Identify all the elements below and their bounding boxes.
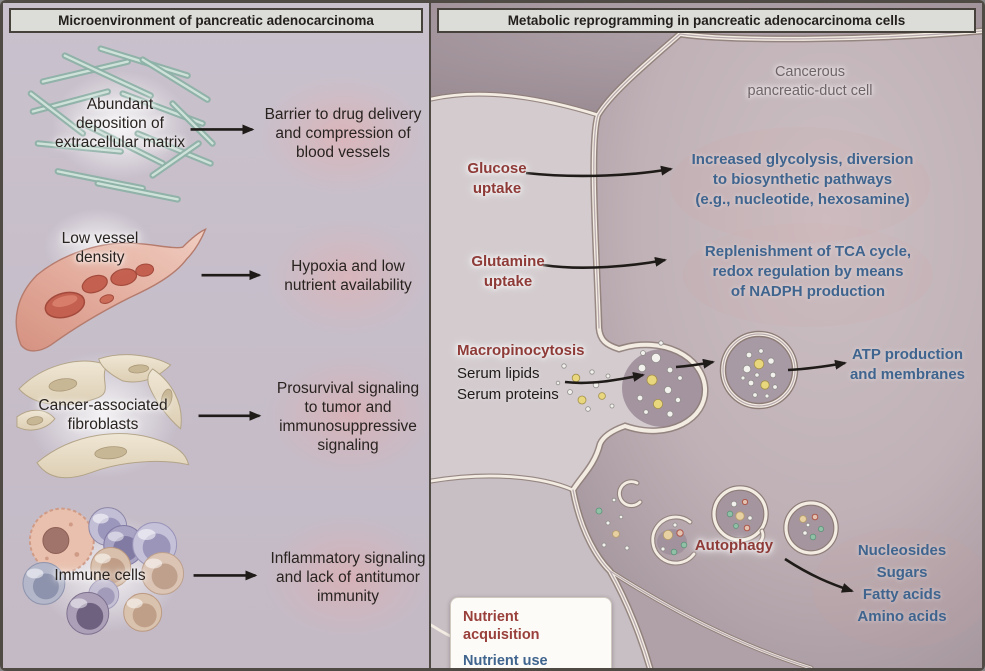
autophagy-products: Nucleosides Sugars Fatty acids Amino aci… [857,542,947,625]
vesicle-particles [740,348,778,399]
cell-type-label: Cancerous pancreatic-duct cell [747,64,873,99]
glycolysis-result: Increased glycolysis, diversion to biosy… [691,151,914,208]
left-panel-title: Microenvironment of pancreatic adenocarc… [9,8,423,33]
right-panel-title-text: Metabolic reprogramming in pancreatic ad… [507,13,906,28]
right-panel-title: Metabolic reprogramming in pancreatic ad… [437,8,976,33]
immune-label: Immune cells [54,567,146,584]
glutamine-uptake-label: Glutamine uptake [471,253,545,290]
matrix-label: Abundant deposition of extracellular mat… [54,96,186,151]
serum-substrates-label: Serum lipids Serum proteins [457,365,559,403]
immune-cells-illustration [22,507,185,635]
legend-nutrient-use: Nutrient use [463,653,548,668]
macropinosome-vesicle [719,330,799,410]
cup-particles [636,340,683,418]
microenvironment-illustrations [15,45,262,635]
cell-membranes [431,27,982,668]
legend-nutrient-acquisition: Nutrient acquisition [463,609,540,643]
left-panel-arrows [190,124,262,581]
legend-box: Nutrient acquisition Nutrient use [450,597,612,668]
right-panel-arrows [525,165,854,593]
extracellular-matrix-illustration [27,45,216,203]
matrix-effect: Barrier to drug delivery and compression… [264,106,422,161]
panel-microenvironment: Microenvironment of pancreatic adenocarc… [3,3,429,668]
blood-vessel-illustration [15,227,207,352]
left-panel-title-text: Microenvironment of pancreatic adenocarc… [58,13,374,28]
autophagy-particles [595,497,824,556]
atp-result: ATP production and membranes [849,346,966,383]
fibroblasts-illustration [16,354,190,479]
vessel-effect: Hypoxia and low nutrient availability [284,258,412,294]
fibroblast-effect: Prosurvival signaling to tumor and immun… [276,380,420,454]
autophagy-label: Autophagy [694,537,774,554]
vessel-label: Low vessel density [61,230,139,266]
immune-effect: Inflammatory signaling and lack of antit… [270,550,426,605]
macropinocytosis-label: Macropinocytosis [457,342,585,359]
fibroblast-label: Cancer-associated fibroblasts [38,397,168,433]
neighbor-cell-bottom [610,571,811,668]
cell-illustration [431,3,982,668]
panel-metabolic-reprogramming: Metabolic reprogramming in pancreatic ad… [431,3,982,668]
background-tint [670,127,982,648]
tca-result: Replenishment of TCA cycle, redox regula… [704,243,912,300]
serum-particles [555,363,615,412]
glucose-uptake-label: Glucose uptake [467,160,527,197]
